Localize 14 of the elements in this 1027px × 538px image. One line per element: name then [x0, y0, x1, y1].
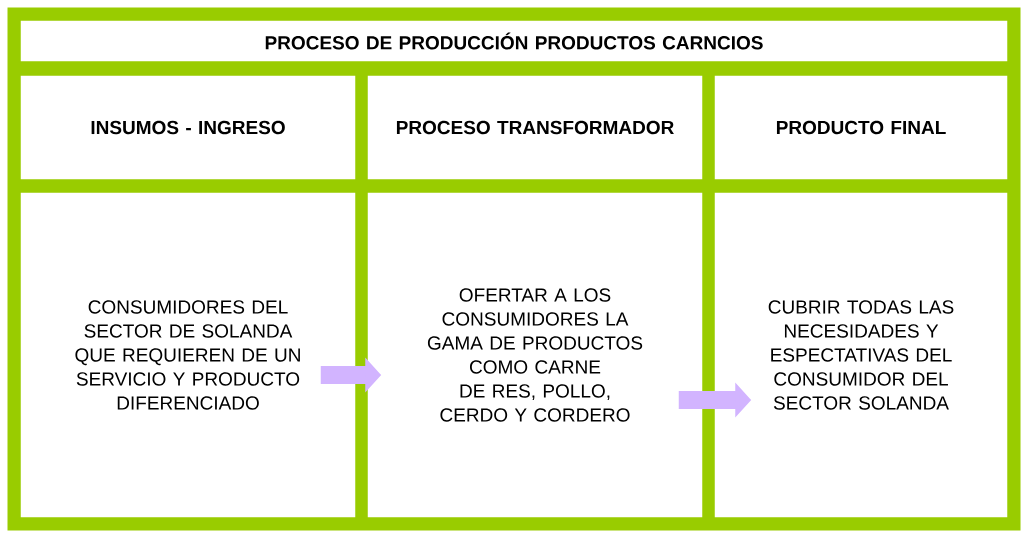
header-cell — [713, 74, 1009, 181]
cell-text: OFERTAR A LOS CONSUMIDORES LA GAMA DE PRODUCTOS COMO CARNE DE RES, POLLO, CERDO Y CORDERO — [427, 288, 643, 422]
table-cell — [19, 191, 357, 519]
table-cell — [713, 191, 1009, 519]
cell-text: CUBRIR TODAS LAS NECESIDADES Y ESPECTATIVAS DEL CONSUMIDOR DEL SECTOR SOLANDA — [768, 300, 954, 410]
cell-text: CONSUMIDORES DEL SECTOR DE SOLANDA QUE REQUIEREN DE UN SERVICIO Y PRODUCTO DIFERENCIADO — [75, 300, 300, 410]
header-text: PROCESO DE PRODUCCIÓN PRODUCTOS CARNCIOS — [265, 32, 763, 50]
table-cell — [366, 191, 704, 519]
header-cell — [366, 74, 704, 181]
header-cell — [19, 74, 357, 181]
title-cell — [19, 19, 1009, 63]
header-text: INSUMOS - INGRESO — [91, 120, 285, 135]
header-text: PROCESO TRANSFORMADOR — [396, 120, 674, 135]
header-text: PRODUCTO FINAL — [776, 120, 946, 135]
